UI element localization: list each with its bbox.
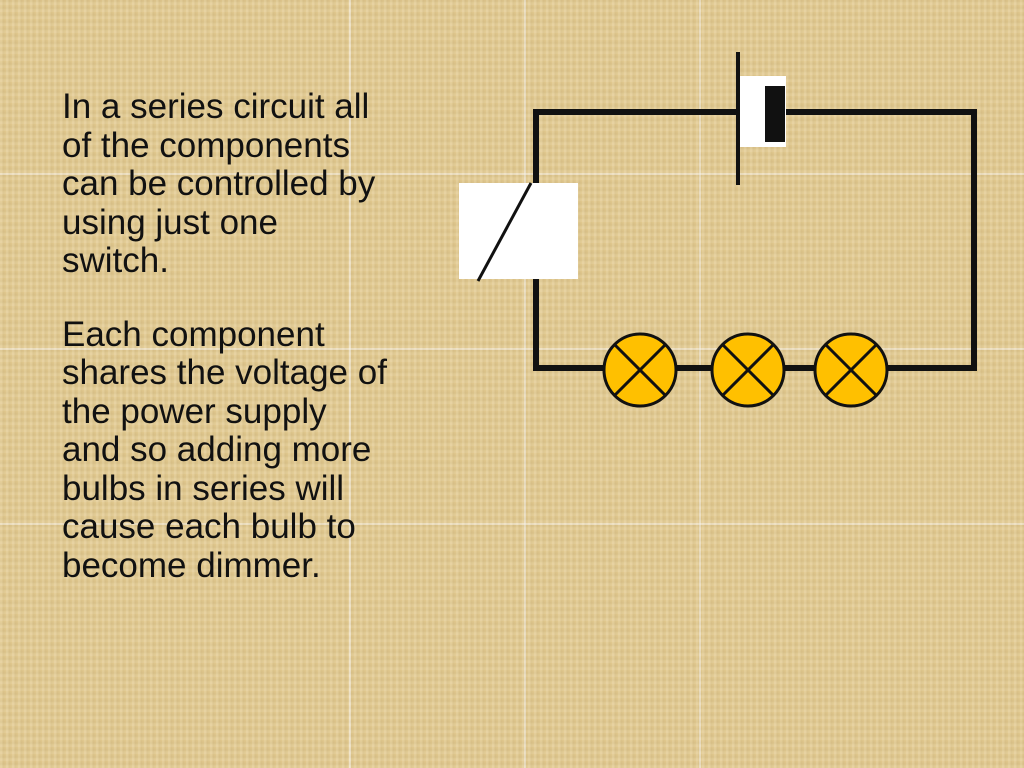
circuit-wires [533, 109, 977, 371]
bulb-2-cross-b [721, 343, 775, 397]
battery-cell-icon [736, 52, 786, 185]
bulb-3-cross-b [824, 343, 878, 397]
bulb-1-cross-b [613, 343, 667, 397]
switch-icon [459, 182, 578, 282]
lamp-icon [602, 332, 678, 408]
paragraph-voltage-sharing: Each component shares the voltage of the… [62, 314, 387, 585]
lamp-icon [710, 332, 786, 408]
slide-text: In a series circuit all of the component… [62, 87, 442, 620]
switch-lever [476, 182, 533, 282]
paragraph-series-control: In a series circuit all of the component… [62, 87, 376, 280]
switch-box [459, 183, 578, 279]
cell-negative-plate [765, 86, 785, 142]
lamp-icon [813, 332, 889, 408]
